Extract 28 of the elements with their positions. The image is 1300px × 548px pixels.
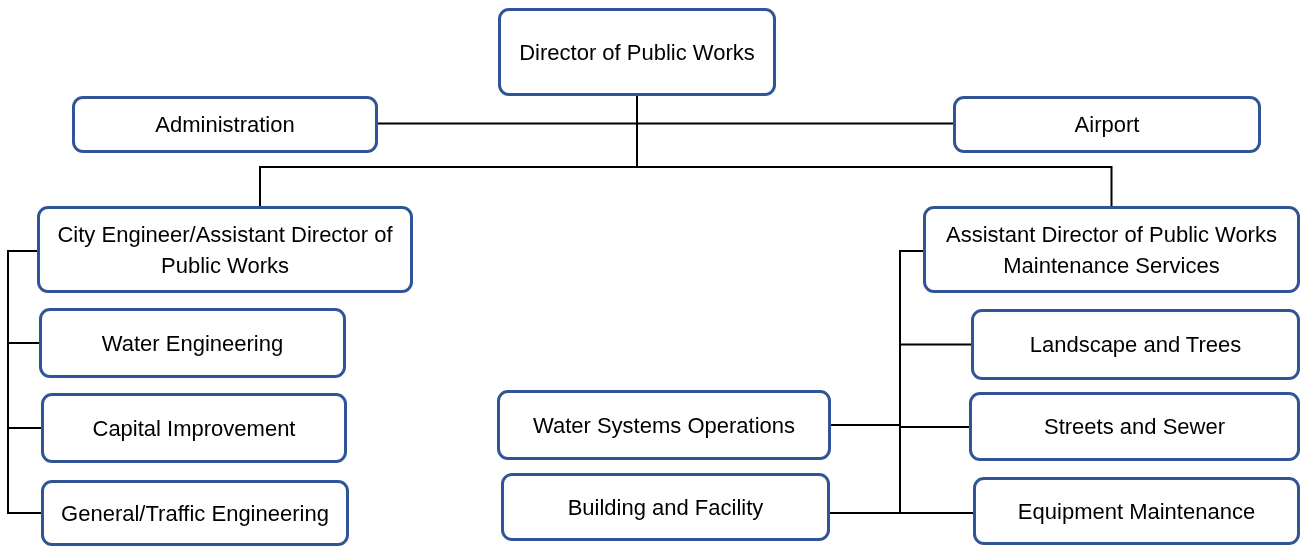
box-label: Assistant Director of Public Works Maintenance Services [945, 220, 1278, 280]
org-box [953, 96, 1261, 153]
org-box [973, 477, 1300, 545]
box-label: Streets and Sewer [1044, 413, 1225, 441]
org-box [41, 393, 347, 463]
org-box [37, 206, 413, 293]
box-label: Water Engineering [101, 329, 284, 358]
org-box [39, 308, 346, 378]
box-label: Capital Improvement [92, 414, 296, 443]
org-box [72, 96, 378, 153]
org-box [923, 206, 1300, 293]
org-box [497, 390, 831, 460]
box-label: Airport [1074, 111, 1140, 139]
box-label: Landscape and Trees [1029, 331, 1242, 359]
box-label: Administration [155, 111, 295, 139]
org-box [41, 480, 349, 546]
org-box [498, 8, 776, 96]
org-box [969, 392, 1300, 461]
connector-line [7, 250, 42, 514]
box-label: Water Systems Operations [532, 411, 795, 440]
box-label: City Engineer/Assistant Director of Public Works [56, 220, 394, 280]
box-label: Equipment Maintenance [1017, 497, 1256, 526]
org-box [501, 473, 830, 541]
box-label: General/Traffic Engineering [61, 499, 329, 528]
box-label: Director of Public Works [519, 38, 755, 67]
org-box [971, 309, 1300, 380]
connector-line [899, 250, 974, 514]
box-label: Building and Facility [567, 493, 764, 522]
